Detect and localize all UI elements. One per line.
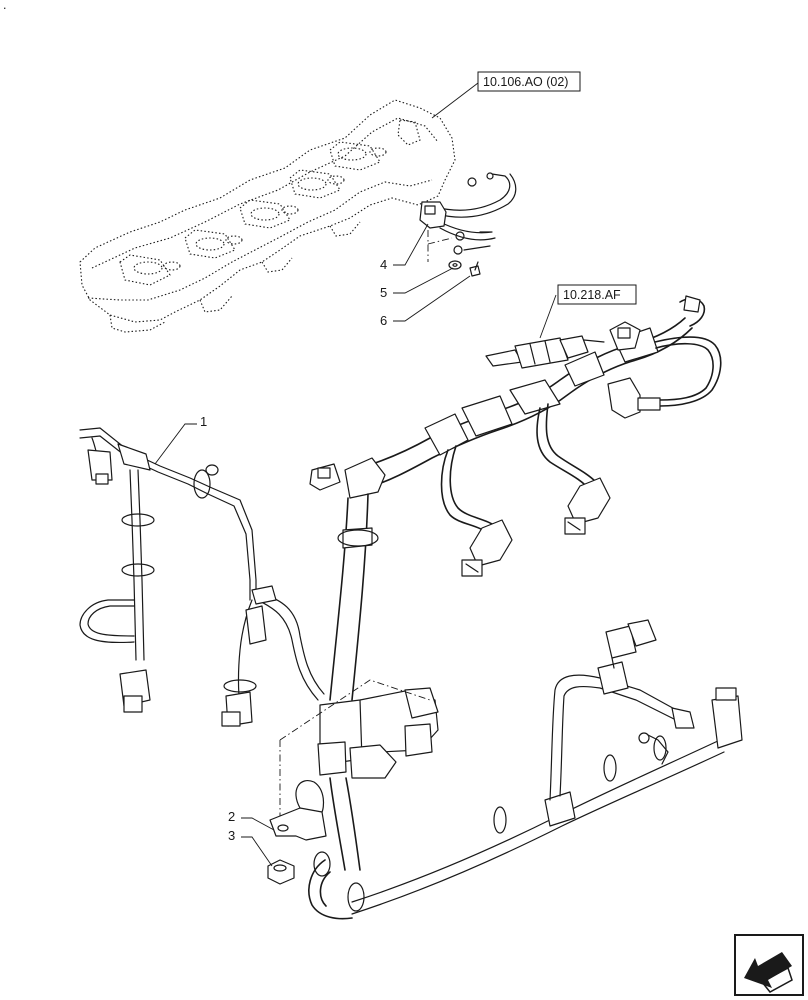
callout-3: 3 [228, 828, 235, 843]
injector-connector-harness [419, 172, 517, 262]
ref-injector-label: 10.218.AF [563, 288, 621, 302]
ref-valve-cover[interactable]: 10.106.AO (02) [477, 71, 581, 92]
ref-injector[interactable]: 10.218.AF [557, 284, 637, 305]
callout-1: 1 [200, 414, 207, 429]
p-clip-2 [269, 780, 327, 841]
ref-valve-cover-label: 10.106.AO (02) [483, 75, 568, 89]
callout-6: 6 [380, 313, 387, 328]
valve-cover-outline [79, 99, 456, 333]
callout-2: 2 [228, 809, 235, 824]
arrow-back-icon[interactable] [734, 934, 804, 996]
main-harness [279, 295, 743, 920]
corner-mark: . [3, 0, 6, 12]
callout-5: 5 [380, 285, 387, 300]
bolt-6 [469, 261, 481, 277]
injector-nozzle [485, 335, 605, 369]
callout-4: 4 [380, 257, 387, 272]
washer-5 [448, 260, 462, 270]
sub-harness-1 [79, 427, 325, 727]
flange-nut-3 [267, 859, 295, 885]
